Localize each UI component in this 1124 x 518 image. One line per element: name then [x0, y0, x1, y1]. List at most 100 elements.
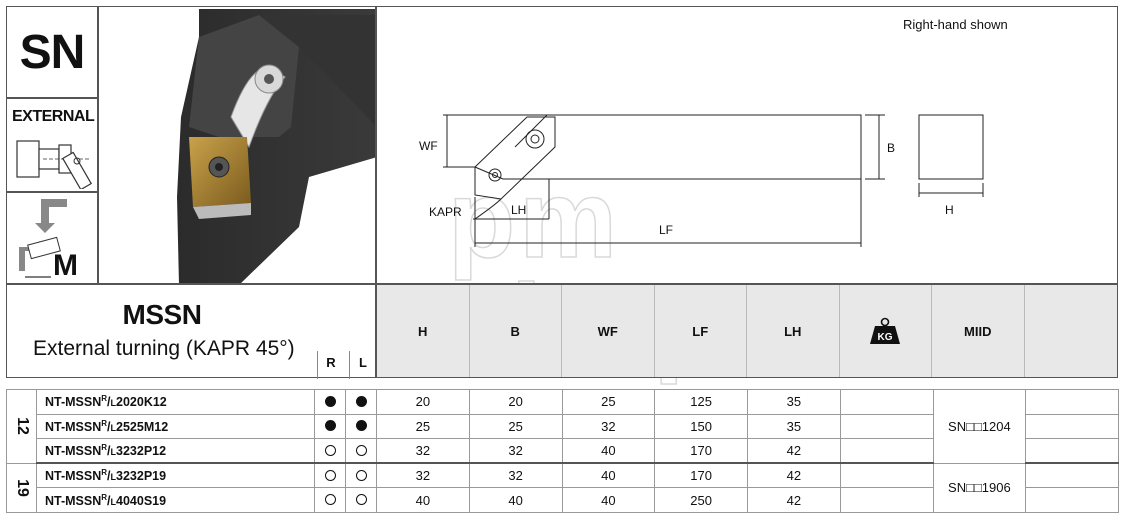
cell-empty: [1025, 389, 1119, 415]
rl-divider: [349, 351, 350, 379]
r-availability: [314, 389, 346, 415]
cell-weight: [839, 462, 934, 489]
availability-dot-icon: [324, 420, 336, 432]
cell-empty: [1025, 462, 1119, 489]
availability-dot-icon: [355, 444, 367, 456]
product-description: External turning (KAPR 45°): [33, 337, 295, 360]
l-column-header: L: [359, 355, 367, 370]
designation-cell: NT-MSSNR/L3232P19: [36, 462, 315, 489]
header-miid: MIID: [932, 285, 1025, 377]
external-turning-icon: [16, 140, 93, 189]
clamp-diagram-icon: [19, 199, 67, 278]
availability-dot-icon: [324, 444, 336, 456]
dimension-drawing: [443, 114, 984, 247]
b-label: B: [887, 141, 896, 155]
designation-cell: NT-MSSNR/L2020K12: [36, 389, 315, 415]
h-label: H: [945, 203, 954, 217]
cell-lf: 170: [654, 438, 748, 465]
cell-wf: 40: [561, 438, 656, 465]
cell-b: 25: [468, 413, 563, 440]
insert-size-group: 19: [6, 462, 37, 513]
availability-dot-icon: [355, 420, 367, 432]
series-code-box: SN: [6, 6, 98, 98]
cell-weight: [839, 389, 934, 415]
product-code: MSSN: [122, 299, 202, 330]
header-lf: LF: [655, 285, 747, 377]
cell-lf: 150: [654, 413, 748, 440]
weight-kg-icon: KG: [870, 317, 901, 344]
product-photo: [98, 6, 376, 284]
cell-b: 40: [468, 487, 563, 513]
lh-label: LH: [511, 203, 527, 217]
cell-empty: [1025, 487, 1119, 513]
cell-lf: 125: [654, 389, 748, 415]
cell-b: 32: [468, 462, 563, 489]
cell-empty: [1025, 438, 1119, 465]
wf-label: WF: [419, 139, 438, 153]
cell-weight: [839, 487, 934, 513]
product-title-box: MSSN External turning (KAPR 45°) R L: [6, 284, 376, 379]
right-hand-note: Right-hand shown: [903, 17, 1008, 32]
lf-label: LF: [659, 223, 674, 237]
r-column-header: R: [326, 355, 336, 370]
rl-divider: [317, 351, 318, 379]
kapr-label: KAPR: [429, 205, 462, 219]
tool-holder-image: [177, 9, 375, 283]
l-availability: [345, 413, 377, 440]
technical-drawing: Right-hand shown: [376, 6, 1118, 284]
cell-wf: 32: [561, 413, 656, 440]
header-wf: WF: [562, 285, 655, 377]
l-availability: [345, 487, 377, 513]
l-availability: [345, 389, 377, 415]
mount-box: M: [6, 192, 98, 284]
cell-lf: 250: [654, 487, 748, 513]
availability-dot-icon: [355, 395, 367, 407]
l-availability: [345, 438, 377, 465]
insert-size-group: 12: [6, 389, 37, 464]
availability-dot-icon: [355, 469, 367, 481]
cell-lh: 35: [747, 413, 841, 440]
cell-lh: 42: [747, 438, 841, 465]
external-box: EXTERNAL: [6, 98, 98, 192]
cell-wf: 40: [561, 462, 656, 489]
header-weight: KG: [840, 285, 932, 377]
availability-dot-icon: [355, 494, 367, 506]
cell-miid: SN□□1906: [932, 462, 1027, 513]
cell-miid: SN□□1204: [932, 389, 1027, 464]
l-availability: [345, 462, 377, 489]
availability-dot-icon: [324, 494, 336, 506]
header-h: H: [377, 285, 470, 377]
availability-dot-icon: [324, 469, 336, 481]
cell-h: 20: [376, 389, 470, 415]
availability-dot-icon: [324, 395, 336, 407]
cell-lh: 42: [747, 487, 841, 513]
cell-empty: [1025, 413, 1119, 440]
cell-h: 32: [376, 438, 470, 465]
external-label: EXTERNAL: [12, 108, 95, 125]
cell-h: 40: [376, 487, 470, 513]
header-lh: LH: [747, 285, 840, 377]
cell-b: 32: [468, 438, 563, 465]
cell-wf: 40: [561, 487, 656, 513]
cell-weight: [839, 413, 934, 440]
weight-kg-label: KG: [878, 332, 893, 343]
cell-lh: 35: [747, 389, 841, 415]
spec-header-row: H B WF LF LH KG MIID: [376, 284, 1118, 378]
cell-lh: 42: [747, 462, 841, 489]
cell-weight: [839, 438, 934, 465]
designation-cell: NT-MSSNR/L3232P12: [36, 438, 315, 465]
cell-wf: 25: [561, 389, 656, 415]
cell-h: 32: [376, 462, 470, 489]
mount-letter: M: [53, 249, 78, 282]
cell-lf: 170: [654, 462, 748, 489]
cell-b: 20: [468, 389, 563, 415]
designation-cell: NT-MSSNR/L4040S19: [36, 487, 315, 513]
r-availability: [314, 438, 346, 465]
r-availability: [314, 413, 346, 440]
cell-h: 25: [376, 413, 470, 440]
